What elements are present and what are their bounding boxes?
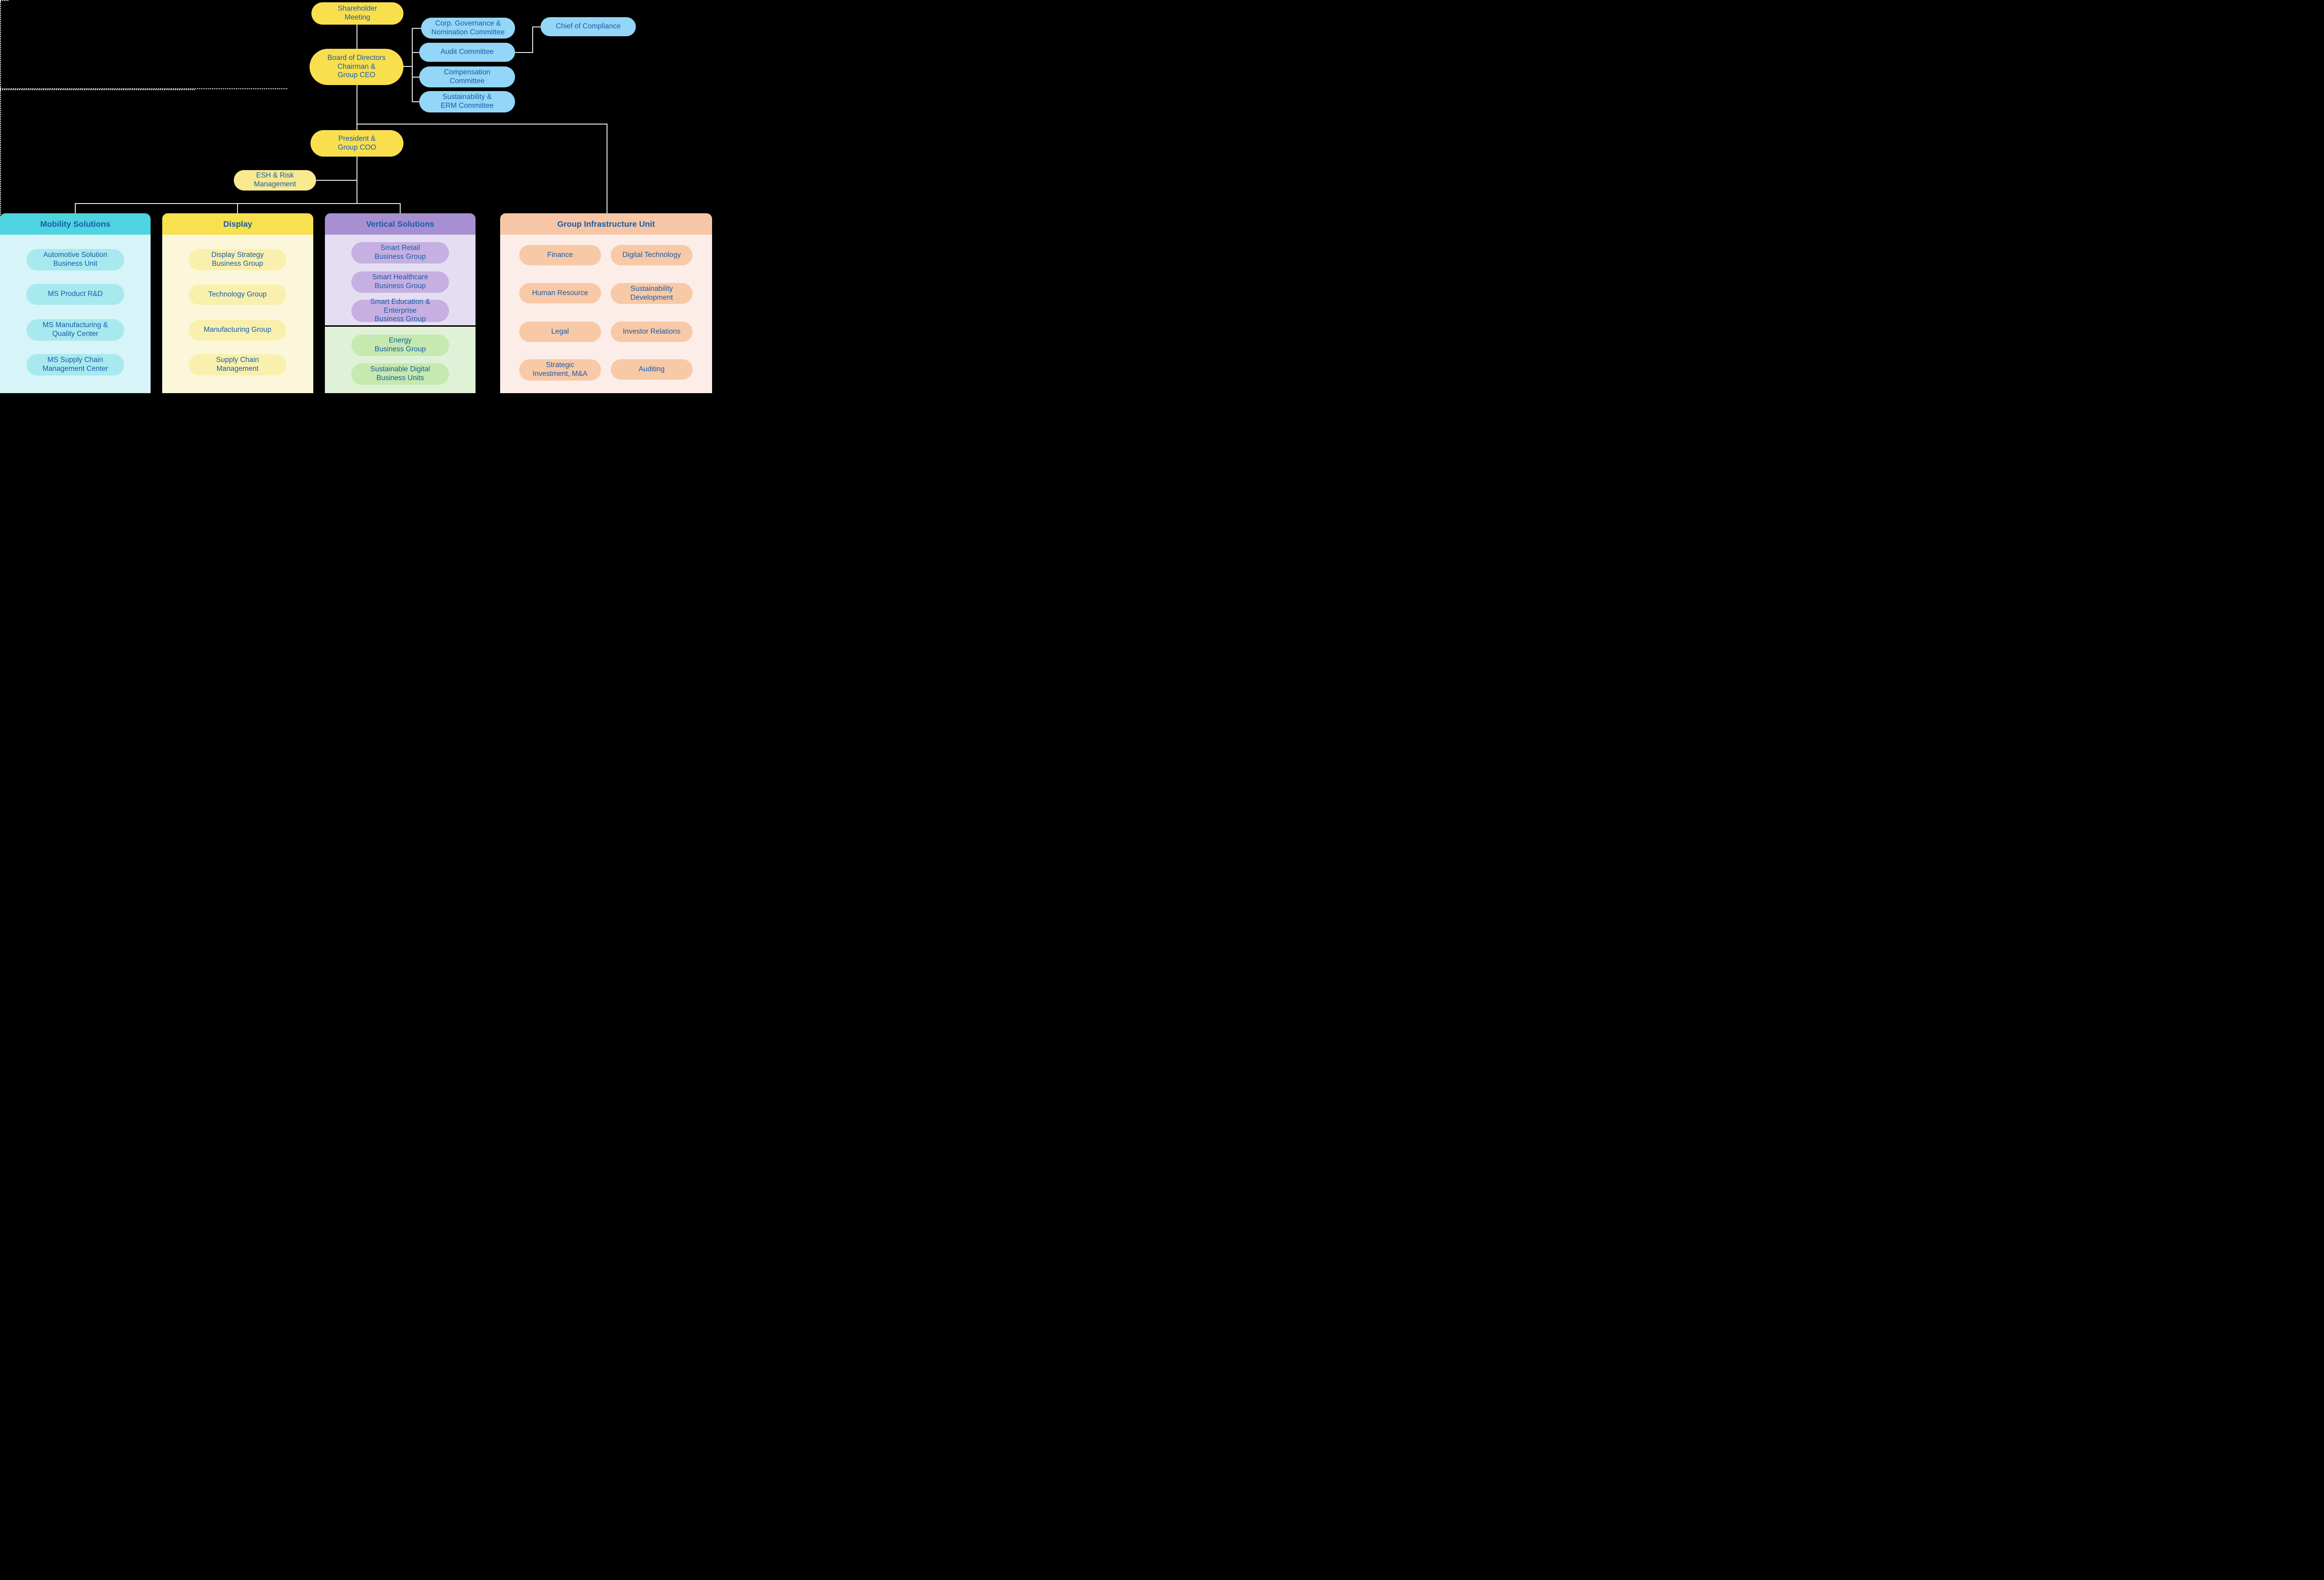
node-sustainability-erm-committee: Sustainability & ERM Committee	[419, 91, 515, 112]
node-shareholder-meeting: Shareholder Meeting	[311, 2, 403, 25]
node-display-strategy-group: Display Strategy Business Group	[189, 249, 286, 270]
connector-audit-riser	[515, 52, 532, 53]
connector-bracket-audit	[412, 52, 419, 53]
node-manufacturing-group: Manufacturing Group	[189, 320, 286, 341]
connector-esh-main	[316, 180, 357, 181]
connector-committee-bracket	[412, 28, 413, 102]
section-mobility-solutions: Mobility Solutions Automotive Solution B…	[0, 213, 151, 393]
connector-drop-display	[237, 203, 238, 213]
node-strategic-investment-ma: Strategic Investment, M&A	[519, 359, 601, 381]
section-title-mobility-solutions: Mobility Solutions	[0, 213, 151, 235]
connector-to-infrastructure	[357, 124, 607, 125]
connector-drop-mobility	[75, 203, 76, 213]
dotted-compliance-across	[0, 88, 287, 89]
node-corp-governance-committee: Corp. Governance & Nomination Committee	[421, 18, 515, 39]
org-chart-canvas: Shareholder Meeting Board of Directors C…	[0, 0, 729, 393]
node-ms-product-rd: MS Product R&D	[26, 284, 124, 305]
node-energy-business-group: Energy Business Group	[351, 335, 449, 356]
node-chief-of-compliance: Chief of Compliance	[541, 17, 636, 36]
node-compensation-committee: Compensation Committee	[419, 66, 515, 87]
node-smart-education-enterprise-group: Smart Education & Enterprise Business Gr…	[351, 298, 449, 323]
dotted-compliance-out	[0, 0, 8, 1]
connector-bracket-compensation	[412, 77, 419, 78]
node-esh-risk-management: ESH & Risk Management	[234, 170, 316, 191]
connector-board-bracket	[403, 66, 412, 67]
connector-riser-compliance	[532, 26, 533, 53]
node-audit-committee: Audit Committee	[419, 43, 515, 62]
node-automotive-solution-bu: Automotive Solution Business Unit	[26, 249, 124, 270]
node-human-resource: Human Resource	[519, 283, 601, 303]
node-supply-chain-management: Supply Chain Management	[189, 354, 286, 375]
connector-bracket-corp-governance	[412, 28, 421, 29]
node-investor-relations: Investor Relations	[611, 322, 693, 342]
node-digital-technology: Digital Technology	[611, 245, 693, 265]
node-president-group-coo: President & Group COO	[310, 130, 403, 157]
section-vertical-solutions: Vertical Solutions Smart Retail Business…	[325, 213, 475, 393]
dotted-compliance-down	[0, 1, 1, 88]
node-ms-supply-chain: MS Supply Chain Management Center	[26, 354, 124, 375]
node-smart-retail-group: Smart Retail Business Group	[351, 242, 449, 263]
node-sustainable-digital-units: Sustainable Digital Business Units	[351, 363, 449, 385]
node-finance: Finance	[519, 245, 601, 265]
section-group-infrastructure: Group Infrastructure Unit Finance Digita…	[500, 213, 712, 393]
node-technology-group: Technology Group	[189, 284, 286, 305]
node-legal: Legal	[519, 322, 601, 342]
node-board-of-directors: Board of Directors Chairman & Group CEO	[310, 49, 403, 85]
node-sustainability-development: Sustainability Development	[611, 283, 693, 304]
node-auditing: Auditing	[611, 359, 693, 380]
connector-bracket-sustainability	[412, 101, 419, 102]
node-smart-healthcare-group: Smart Healthcare Business Group	[351, 271, 449, 293]
section-display: Display Display Strategy Business Group …	[162, 213, 313, 393]
dotted-audit-right	[0, 89, 195, 90]
connector-compliance-stub	[532, 26, 541, 27]
section-title-group-infrastructure: Group Infrastructure Unit	[500, 213, 712, 235]
section-title-display: Display	[162, 213, 313, 235]
connector-drop-vertical	[400, 203, 401, 213]
node-ms-manufacturing-quality: MS Manufacturing & Quality Center	[26, 319, 124, 341]
section-title-vertical-solutions: Vertical Solutions	[325, 213, 475, 235]
